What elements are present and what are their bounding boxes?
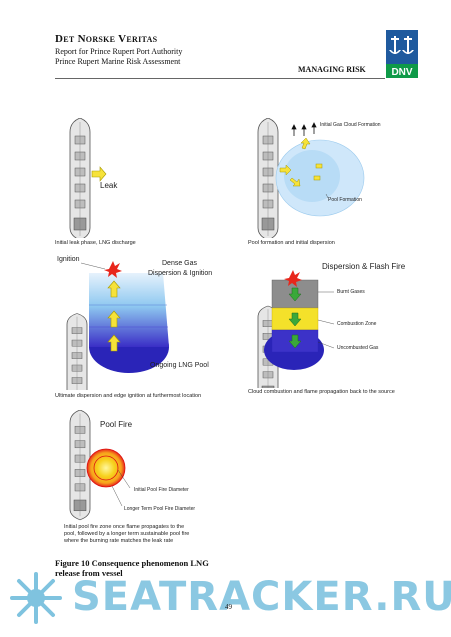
ignition-diagram [66,261,169,390]
up-arrow [107,310,121,328]
pool-formation-diagram [257,118,365,238]
page-number: 49 [225,603,232,611]
ignition-label: Ignition [57,256,80,263]
flash-fire-title: Dispersion & Flash Fire [322,262,406,271]
flash-fire-diagram [257,270,335,388]
pool-fire-title: Pool Fire [100,420,133,429]
leak-arrow [91,166,107,182]
dispersion-ignition-title: Dispersion & Ignition [148,270,213,277]
watermark-text: SEATRACKER.RU [72,574,451,620]
report-for-line: Report for Prince Rupert Port Authority [55,47,183,56]
report-title-line: Prince Rupert Marine Risk Assessment [55,57,181,66]
figure-caption-line1: Figure 10 Consequence phenomenon LNG [55,558,209,568]
gas-cloud [89,273,169,347]
company-name: Det Norske Veritas [55,33,158,45]
uncombusted-gas-label: Uncombusted Gas [337,345,379,351]
leak-label: Leak [100,181,118,190]
longterm-diameter-label: Longer Term Pool Fire Diameter [124,506,196,512]
section-title: MANAGING RISK [298,65,366,74]
flow-arrow [313,175,321,181]
rising-arrow-head [291,124,297,130]
figure-caption: Figure 10 Consequence phenomenon LNG rel… [55,558,255,578]
pool-formation-caption: Pool formation and initial dispersion [248,240,335,246]
pool-fire-caption-3: where the burning rate matches the leak … [64,538,174,544]
down-arrow [288,312,302,327]
logo-text: DNV [391,67,412,78]
down-arrow [288,287,302,302]
pool-fire-caption-2: pool, followed by a longer term sustaina… [64,531,190,537]
dnv-logo: DNV [386,30,418,78]
pool-fire-caption-1: Initial pool fire zone once flame propag… [64,524,185,530]
ongoing-pool-label: Ongoing LNG Pool [150,362,209,369]
gas-cloud-label: Initial Gas Cloud Formation [320,122,381,128]
flow-arrow [315,163,323,169]
dense-gas-title: Dense Gas [162,260,198,267]
flash-fire-caption: Cloud combustion and flame propagation b… [248,389,395,395]
watermark-graphic [10,572,62,624]
combustion-zone-label: Combustion Zone [337,321,377,327]
pool-fire-diagram [69,410,131,521]
flame-spark [284,270,302,287]
ignition-spark [104,261,122,278]
down-arrow [288,334,302,349]
leak-caption: Initial leak phase, LNG discharge [55,240,136,246]
burnt-gases-label: Burnt Gases [337,289,365,295]
flow-arrow [279,164,292,176]
up-arrow [107,280,121,298]
ignition-caption: Ultimate dispersion and edge ignition at… [55,393,202,399]
figure-caption-line2: release from vessel [55,568,123,578]
header-rule [55,78,385,79]
pool-formation-label: Pool Formation [328,197,362,203]
flow-arrow [289,177,301,187]
leak-diagram [69,118,107,238]
up-arrow [107,334,121,352]
compass-icon [10,572,62,624]
initial-diameter-label: Initial Pool Fire Diameter [134,487,189,493]
flow-arrow [300,137,311,150]
pool-fire [87,449,125,487]
